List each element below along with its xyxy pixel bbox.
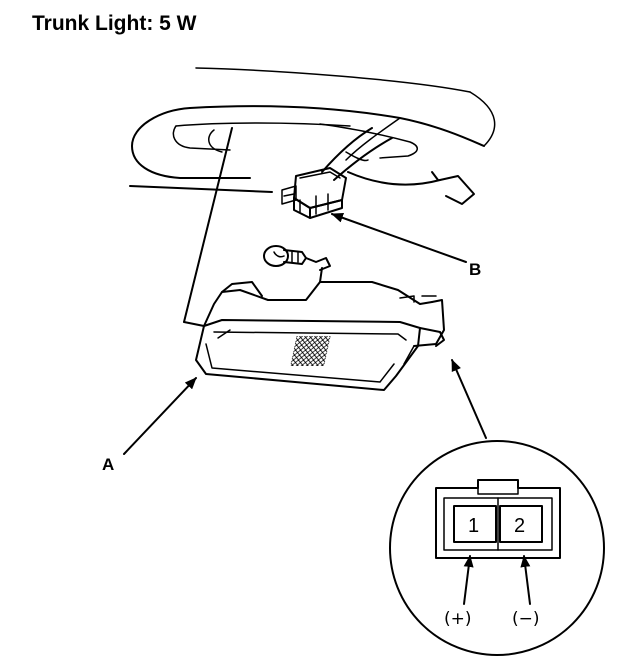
- pin-2-cavity: [499, 505, 543, 543]
- wire-harness: [321, 127, 393, 181]
- pin-2-polarity: (−): [512, 609, 540, 629]
- lamp-opening-outline: [183, 127, 233, 327]
- leader-arrow-a: [123, 377, 197, 455]
- trunk-lid-panel: [129, 67, 496, 205]
- pin-1-cavity: [453, 505, 497, 543]
- leader-arrow-connector: [451, 359, 487, 439]
- diagram-title: Trunk Light: 5 W: [32, 12, 197, 35]
- lamp-assembly-a: [195, 267, 445, 391]
- connector-b: [281, 167, 347, 219]
- connector-detail-view: 1 2 (+) (−): [389, 440, 605, 656]
- pin-1-polarity: (+): [444, 609, 472, 629]
- pin-1-number: 1: [468, 515, 479, 537]
- pin-2-number: 2: [514, 515, 525, 537]
- callout-b-label: B: [469, 260, 481, 279]
- leader-arrow-b: [331, 213, 467, 263]
- bulb-icon: [263, 245, 331, 271]
- callout-a-label: A: [102, 455, 114, 474]
